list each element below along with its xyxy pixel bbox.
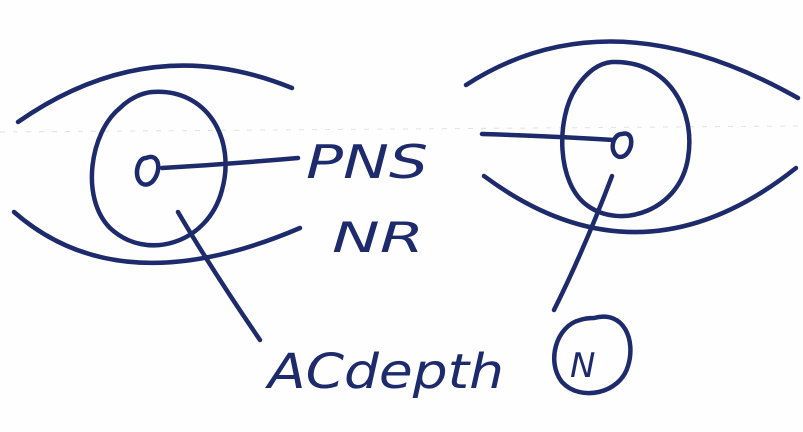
right-eye-upper-lid: [466, 42, 798, 98]
right-pns-leader-line: [482, 134, 614, 140]
ac-depth-label: ACdepth: [265, 344, 504, 400]
right-eye-lower-lid: [484, 168, 796, 232]
left-eye-pupil: [137, 157, 158, 185]
circled-n-label: N: [570, 346, 595, 386]
left-eye-lower-lid: [14, 212, 300, 263]
nr-label: NR: [332, 213, 424, 262]
left-eye: [14, 66, 300, 340]
right-n-leader-line: [554, 176, 612, 310]
paper-ruling-line: [0, 126, 803, 132]
pns-label: PNS: [306, 135, 428, 189]
left-ac-depth-leader-line: [178, 212, 260, 340]
right-eye: [466, 42, 798, 394]
right-eye-pupil: [613, 133, 632, 156]
left-pns-leader-line: [162, 158, 298, 168]
